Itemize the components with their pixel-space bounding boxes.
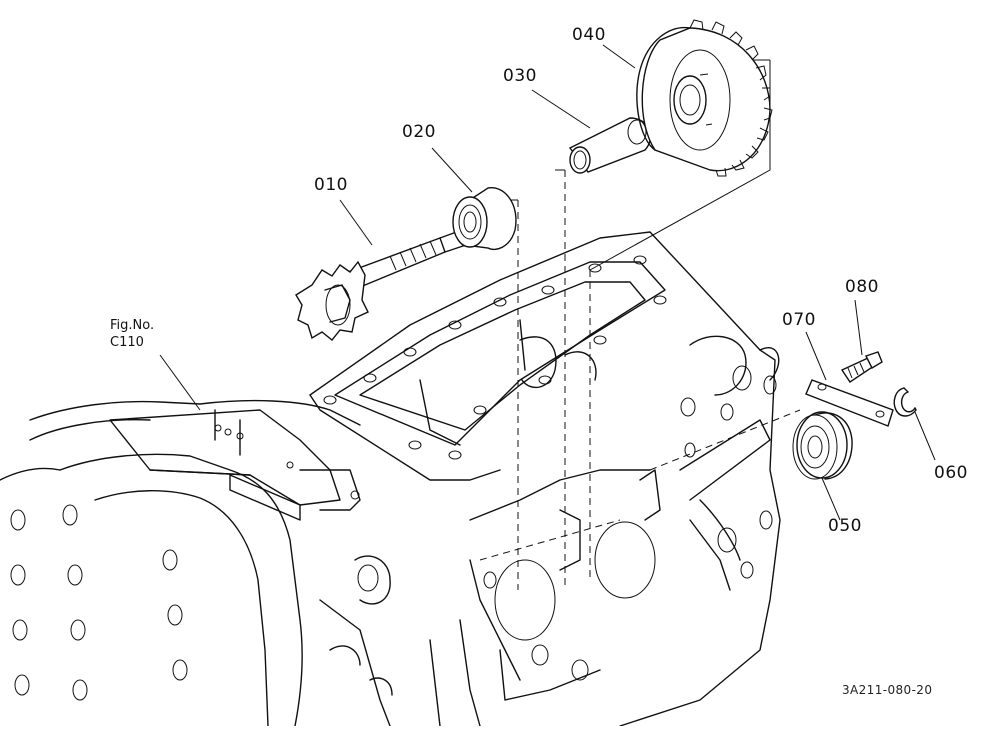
part-080-bolt: [840, 351, 883, 383]
label-010: 010: [314, 175, 348, 195]
figure-reference-label: Fig.No.: [110, 318, 155, 333]
clutch-housing: [0, 399, 361, 727]
label-030: 030: [503, 66, 537, 86]
label-080: 080: [845, 277, 879, 297]
figure-reference-number: C110: [110, 335, 144, 350]
drawing-code: 3A211-080-20: [842, 683, 933, 697]
label-050: 050: [828, 516, 862, 536]
part-060-snap-ring: [893, 387, 917, 417]
label-020: 020: [402, 122, 436, 142]
part-070-plate: [805, 379, 894, 427]
part-030-sleeve: [568, 117, 652, 174]
label-070: 070: [782, 310, 816, 330]
part-020-bearing: [452, 187, 517, 251]
transmission-case: [309, 231, 781, 727]
part-010-shaft: [295, 229, 468, 341]
label-040: 040: [572, 25, 606, 45]
part-050-seal: [792, 411, 853, 480]
leader-lines: [159, 44, 936, 521]
part-040-gear: [636, 19, 773, 177]
label-060: 060: [934, 463, 968, 483]
assembly-centerlines: [479, 59, 801, 590]
